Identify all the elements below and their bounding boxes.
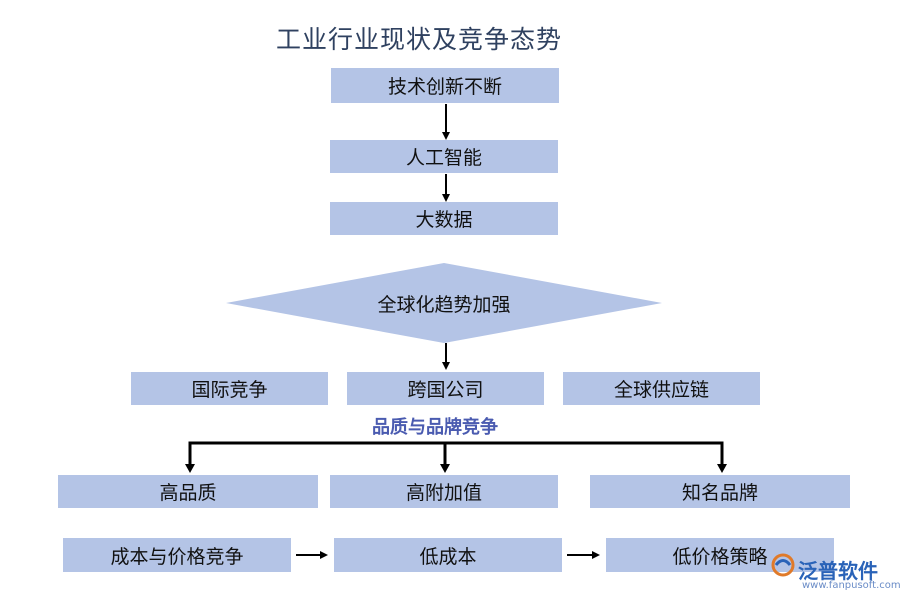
branch-arrowhead-left [185,464,195,473]
node-tech-innovation: 技术创新不断 [331,68,559,103]
node-label: 低成本 [419,545,477,568]
node-high-value: 高附加值 [330,475,558,508]
node-intl-competition: 国际竞争 [131,372,328,405]
node-label: 人工智能 [405,147,482,169]
node-high-quality: 高品质 [58,475,318,508]
node-big-data: 大数据 [330,202,558,235]
node-label: 全球供应链 [613,379,709,401]
quality-brand-label: 品质与品牌竞争 [372,417,498,438]
node-famous-brand: 知名品牌 [590,475,850,508]
diagram-title: 工业行业现状及竞争态势 [276,25,563,54]
node-globalization-label: 全球化趋势加强 [377,293,511,316]
branch-bracket [188,441,724,470]
node-label: 国际竞争 [191,379,268,401]
watermark-brand: 泛普软件 [798,559,878,583]
node-low-cost: 低成本 [334,538,562,572]
node-ai: 人工智能 [330,140,558,173]
node-label: 知名品牌 [681,482,758,504]
node-global-supply-chain: 全球供应链 [563,372,760,405]
globalization-diamond [226,263,662,343]
node-label: 成本与价格竞争 [110,545,244,568]
branch-arrowhead-center [440,464,450,473]
watermark-url: www.fanpusoft.com [802,580,900,591]
branch-arrowhead-right [717,464,727,473]
node-label: 高品质 [159,482,217,504]
node-multinational: 跨国公司 [347,372,544,405]
node-cost-price-competition: 成本与价格竞争 [63,538,291,572]
node-label: 技术创新不断 [387,76,502,98]
node-low-price-strategy: 低价格策略 [606,538,834,572]
node-label: 大数据 [415,209,473,231]
node-label: 低价格策略 [672,545,768,568]
node-label: 高附加值 [405,482,482,504]
node-label: 跨国公司 [407,379,484,401]
fanpu-logo-icon [771,553,795,577]
